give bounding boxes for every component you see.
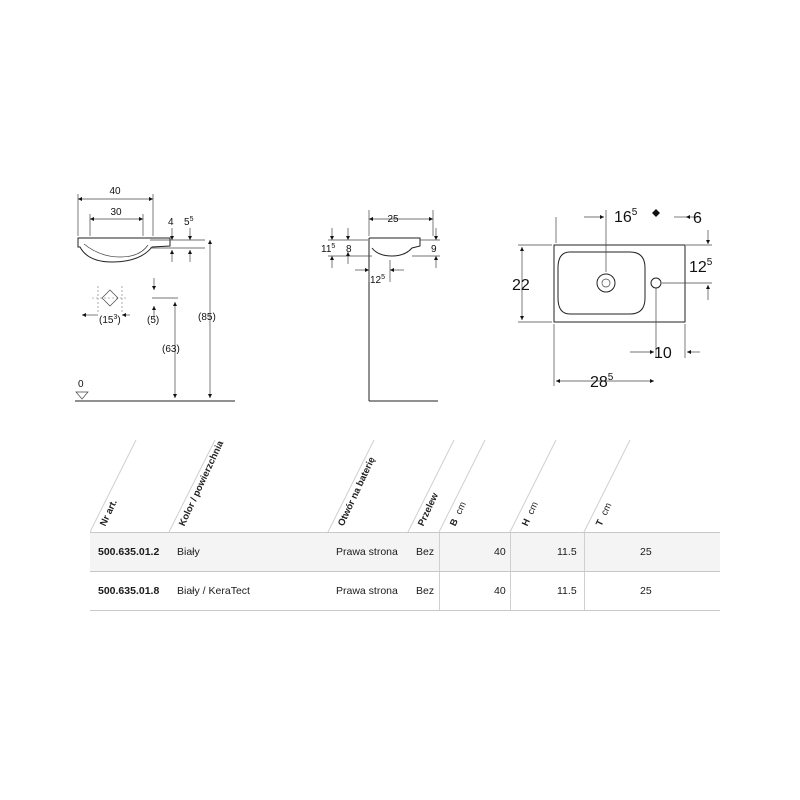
cell-tap: Prawa strona bbox=[336, 585, 398, 597]
dim-front-h2: 8 bbox=[346, 244, 352, 255]
dim-total-width: 40 bbox=[109, 186, 121, 197]
cell-overflow: Bez bbox=[416, 546, 435, 558]
diamond-marker-icon bbox=[652, 209, 660, 217]
dim-depth: 22 bbox=[512, 277, 530, 294]
dim-front-width: 25 bbox=[387, 214, 399, 225]
dim-drain-offset: (153) bbox=[99, 314, 121, 326]
cell-depth: 25 bbox=[640, 546, 652, 558]
dim-tap-from-right: 10 bbox=[654, 345, 672, 362]
cell-art: 500.635.01.2 bbox=[98, 546, 160, 558]
dim-edge-right: 6 bbox=[693, 210, 702, 227]
table-row: 500.635.01.2 Biały Prawa strona Bez 40 1… bbox=[90, 532, 720, 572]
table-header: Nr art. Kolor / powierzchnia Otwór na ba… bbox=[90, 439, 720, 532]
dim-tap-from-left: 165 bbox=[614, 207, 638, 226]
cell-depth: 25 bbox=[640, 585, 652, 597]
cell-height: 11.5 bbox=[557, 546, 577, 558]
cell-height: 11.5 bbox=[557, 585, 577, 597]
basin-top-outline bbox=[553, 244, 686, 323]
floor-level-icon bbox=[75, 391, 89, 400]
spec-table: Nr art. Kolor / powierzchnia Otwór na ba… bbox=[90, 439, 720, 611]
cell-width: 40 bbox=[494, 585, 506, 597]
cell-width: 40 bbox=[494, 546, 506, 558]
tap-hole-icon bbox=[650, 277, 662, 289]
dim-length: 285 bbox=[590, 372, 614, 391]
cell-art: 500.635.01.8 bbox=[98, 585, 160, 597]
dim-height-total: (85) bbox=[198, 312, 216, 323]
table-row: 500.635.01.8 Biały / KeraTect Prawa stro… bbox=[90, 572, 720, 611]
drain-icon bbox=[596, 273, 616, 293]
front-view: 25 115 8 9 125 bbox=[321, 210, 440, 402]
dim-drain-gap: (5) bbox=[147, 315, 159, 326]
dim-bowl-width: 30 bbox=[110, 207, 122, 218]
dim-tap-from-back: 125 bbox=[689, 257, 713, 276]
dim-front-h1: 115 bbox=[321, 243, 335, 255]
dim-front-offset: 125 bbox=[370, 274, 385, 286]
dim-front-h3: 9 bbox=[431, 244, 437, 255]
dim-rim: 4 bbox=[168, 217, 174, 228]
header-diagonal-lines bbox=[90, 440, 631, 532]
cell-overflow: Bez bbox=[416, 585, 435, 597]
technical-drawing: 40 30 4 55 (153) (5) (63) (85) bbox=[75, 186, 713, 402]
cell-color: Biały / KeraTect bbox=[177, 585, 250, 597]
basin-side-profile bbox=[77, 237, 171, 263]
side-view: 40 30 4 55 (153) (5) (63) (85) bbox=[75, 186, 235, 402]
drain-crosshair-icon bbox=[92, 286, 128, 312]
cell-tap: Prawa strona bbox=[336, 546, 398, 558]
basin-front-profile bbox=[369, 237, 421, 257]
floor-label: 0 bbox=[78, 379, 84, 390]
dim-height-overflow: (63) bbox=[162, 344, 180, 355]
top-view: 165 6 125 22 10 285 bbox=[512, 207, 713, 391]
cell-color: Biały bbox=[177, 546, 200, 558]
dim-depth-top: 55 bbox=[184, 216, 194, 228]
